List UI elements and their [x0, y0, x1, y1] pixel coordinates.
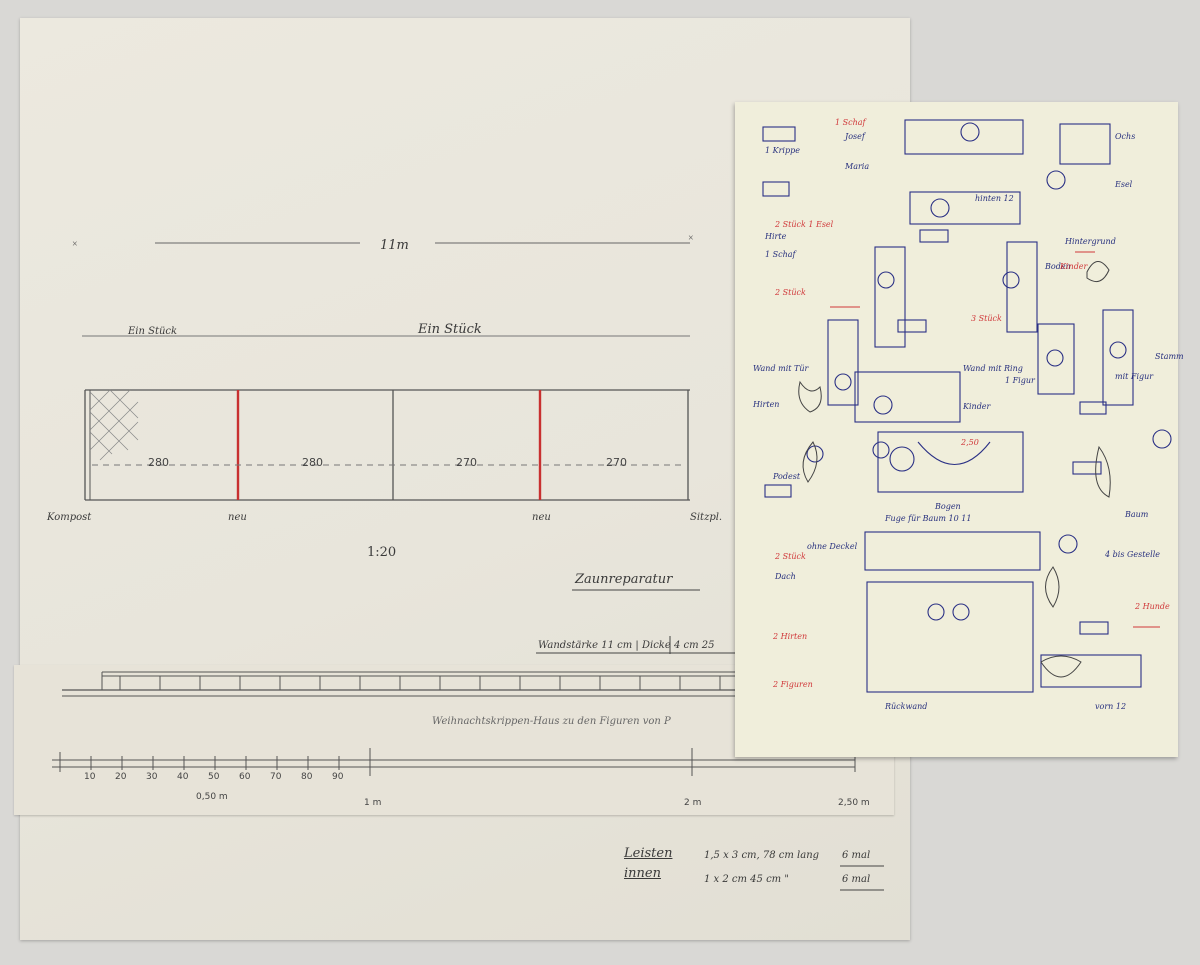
ruler-tick: 70 [270, 772, 282, 782]
ruler-tick: 50 [208, 772, 220, 782]
sketch-note: Hintergrund [1065, 237, 1116, 246]
list-row-2-qty: 6 mal [842, 874, 871, 885]
title-note: Zaunreparatur [575, 572, 673, 587]
sketch-note: 1 Schaf [765, 250, 796, 259]
sketch-red-note: 2 Stück [775, 552, 806, 561]
post-label-left: Kompost [47, 512, 92, 523]
sketch-sheet: 1 Krippe Josef Maria Ochs Esel Hirte 1 S… [735, 102, 1184, 757]
segment-3-length: 270 [456, 456, 477, 469]
sketch-note: Wand mit Tür [753, 364, 809, 373]
ruler-tick: 80 [301, 772, 313, 782]
sketch-drawings [762, 119, 1172, 693]
segment-1-length: 280 [148, 456, 169, 469]
sketch-red-note: 2 Hunde [1135, 602, 1170, 611]
ruler-tick: 30 [146, 772, 158, 782]
ruler-mark-end: 2,50 m [838, 798, 870, 808]
sketch-note: 4 bis Gestelle [1105, 550, 1160, 559]
segment-4-length: 270 [606, 456, 627, 469]
sketch-red-note: 2,50 [961, 438, 979, 447]
sketch-note: Kinder [963, 402, 991, 411]
sketch-note: hinten 12 [975, 194, 1014, 203]
sketch-note: vorn 12 [1095, 702, 1127, 711]
post-label-new-2: neu [532, 512, 551, 523]
svg-text:×: × [72, 239, 78, 250]
ruler-tick: 10 [84, 772, 96, 782]
sketch-red-note: 2 Hirten [773, 632, 808, 641]
post-label-new-1: neu [228, 512, 247, 523]
sketch-note: Boden [1045, 262, 1071, 271]
ruler-mark-1m: 1 m [364, 798, 382, 808]
list-label-1: Leisten [624, 846, 673, 861]
piece-right-label: Ein Stück [418, 322, 482, 337]
ruler-tick: 90 [332, 772, 344, 782]
ruler-tick: 60 [239, 772, 251, 782]
sketch-note: Fuge für Baum 10 11 [885, 514, 972, 523]
sketch-note: Hirte [765, 232, 787, 241]
post-label-right: Sitzpl. [690, 512, 723, 523]
ruler-mark-2m: 2 m [684, 798, 702, 808]
piece-left-label: Ein Stück [128, 326, 178, 337]
total-length-label: 11m [380, 238, 409, 253]
sketch-note: Ochs [1115, 132, 1136, 141]
sketch-note: mit Figur [1115, 372, 1154, 381]
ruler-mark-half: 0,50 m [196, 792, 228, 802]
sketch-note: Maria [845, 162, 870, 171]
sketch-note: Stamm [1155, 352, 1184, 361]
sketch-note: Wand mit Ring [963, 364, 1023, 373]
sketch-red-note: Kinder [1060, 262, 1088, 271]
ruler-tick: 20 [115, 772, 127, 782]
sketch-note: Dach [775, 572, 796, 581]
sketch-red-note: 1 Schaf [835, 118, 866, 127]
list-label-2: innen [624, 866, 661, 881]
sketch-note: Hirten [753, 400, 780, 409]
sketch-note: Josef [845, 132, 865, 141]
list-row-1: 1,5 x 3 cm, 78 cm lang [704, 850, 820, 861]
model-caption: Weihnachtskrippen-Haus zu den Figuren vo… [432, 716, 671, 727]
sketch-note: ohne Deckel [807, 542, 858, 551]
ruler-tick: 40 [177, 772, 189, 782]
list-row-2: 1 x 2 cm 45 cm " [704, 874, 789, 885]
list-row-1-qty: 6 mal [842, 850, 871, 861]
scale-label: 1:20 [367, 545, 397, 560]
sketch-red-note: 2 Stück 1 Esel [775, 220, 834, 229]
sketch-note: Esel [1115, 180, 1133, 189]
sketch-note: Podest [773, 472, 801, 481]
sketch-red-note: 2 Stück [775, 288, 806, 297]
segment-2-length: 280 [302, 456, 323, 469]
dimension-note: Wandstärke 11 cm | Dicke 4 cm 25 [538, 640, 715, 651]
sketch-note: 1 Figur [1005, 376, 1035, 385]
sketch-note: 1 Krippe [765, 146, 800, 155]
sketch-note: Rückwand [885, 702, 928, 711]
sketch-note: Bogen [935, 502, 961, 511]
svg-text:×: × [688, 233, 694, 244]
sketch-red-note: 3 Stück [971, 314, 1002, 323]
sketch-note: Baum [1125, 510, 1149, 519]
sketch-red-note: 2 Figuren [773, 680, 813, 689]
